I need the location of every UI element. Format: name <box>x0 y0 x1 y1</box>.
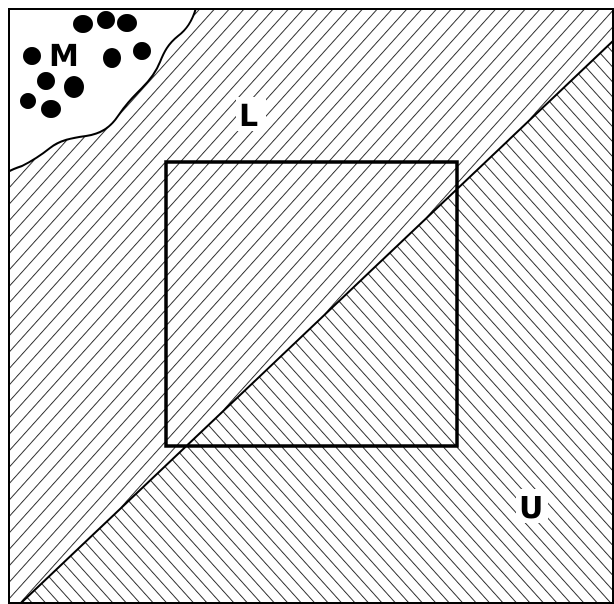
label-u: U <box>519 491 543 526</box>
m-dot <box>97 11 115 29</box>
m-dot <box>41 100 61 118</box>
m-dot <box>64 76 84 98</box>
m-dot <box>37 72 55 90</box>
label-m: M <box>49 39 79 74</box>
m-dot <box>103 48 121 68</box>
m-dot <box>133 42 151 60</box>
m-dot <box>23 47 41 65</box>
label-l: L <box>239 99 258 134</box>
m-dot <box>20 93 36 109</box>
m-dot <box>73 15 93 33</box>
m-dot <box>117 14 137 32</box>
